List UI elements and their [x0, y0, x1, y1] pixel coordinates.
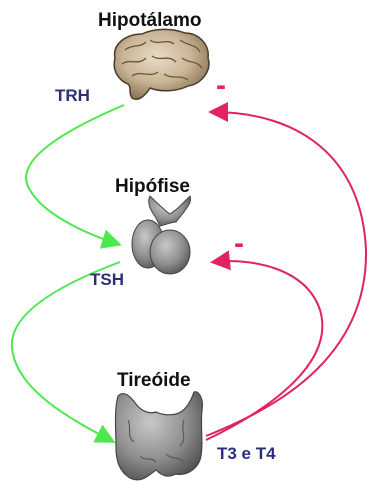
feedback-to-pituitary-arrow	[206, 261, 322, 440]
brain-icon	[114, 29, 209, 99]
tsh-label: TSH	[90, 270, 124, 290]
pituitary-gland-icon	[132, 196, 191, 274]
thyroid-gland-icon	[116, 392, 203, 480]
hypothalamus-label: Hipotálamo	[98, 10, 201, 32]
pituitary-label: Hipófise	[115, 176, 190, 198]
thyroid-label: Tireóide	[117, 370, 191, 392]
trh-label: TRH	[55, 86, 90, 106]
pituitary-inhibition-sign: -	[234, 234, 244, 254]
hypothalamus-inhibition-sign: -	[216, 76, 226, 96]
trh-stimulation-arrow	[26, 105, 124, 244]
t3-t4-label: T3 e T4	[217, 444, 276, 464]
